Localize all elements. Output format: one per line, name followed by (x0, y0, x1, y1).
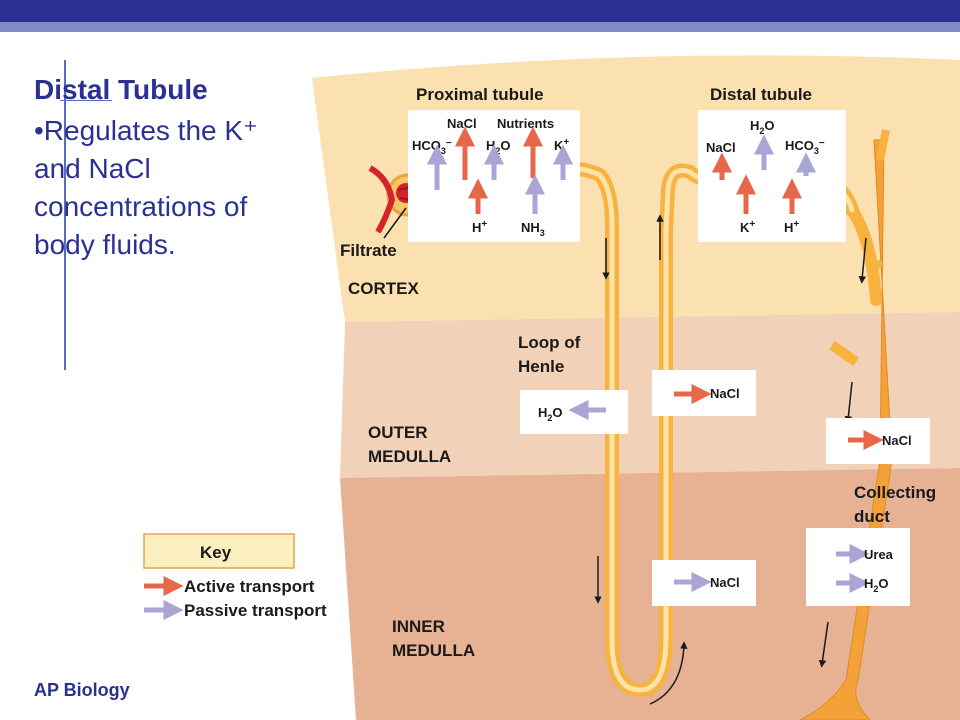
key-box (143, 533, 295, 569)
key-passive-label: Passive transport (184, 601, 327, 620)
outer-medulla-region (340, 312, 960, 478)
passive-arrow (524, 174, 546, 214)
collecting-duct-branch (868, 259, 884, 273)
active-arrow (454, 126, 476, 180)
flow-arrow (858, 237, 867, 284)
top-banner (0, 0, 960, 22)
filtrate-label: Filtrate (340, 241, 397, 260)
nacl-label: NaCl (710, 575, 740, 590)
active-arrow (522, 126, 544, 178)
footer-label: AP Biology (34, 680, 130, 700)
nacl-label: NaCl (882, 433, 912, 448)
distal-tubule-label: Distal tubule (710, 85, 812, 104)
passive-arrow (795, 152, 817, 176)
collecting-duct-label-line2: duct (854, 507, 890, 526)
loop-of-henle-label-line2: Henle (518, 357, 564, 376)
active-arrow (781, 178, 803, 214)
key-active-label: Active transport (184, 577, 315, 596)
collecting-duct-label-line1: Collecting (854, 483, 936, 502)
key-active-arrow (144, 575, 184, 597)
duct-urea-h2o-box (806, 528, 910, 606)
h2o-label: H2O (750, 118, 775, 136)
key-passive-arrow (144, 599, 184, 621)
active-arrow (848, 429, 884, 451)
active-arrow (711, 152, 733, 180)
h2o-label: H2O (538, 405, 563, 423)
nh3-label: NH3 (521, 220, 545, 238)
collecting-duct-branch (829, 340, 859, 367)
slide-decoration-line (64, 60, 66, 370)
slide-title: Distal Tubule (34, 74, 208, 105)
loop-of-henle-label-line1: Loop of (518, 333, 581, 352)
afferent-arteriole (368, 165, 396, 234)
inner-medulla-label-line1: INNER (392, 617, 445, 636)
passive-arrow (552, 144, 574, 180)
nacl-label: NaCl (710, 386, 740, 401)
key-title: Key (200, 543, 232, 562)
proximal-tubule-label: Proximal tubule (416, 85, 544, 104)
outer-medulla-label-line1: OUTER (368, 423, 428, 442)
h2o-label: H2O (864, 576, 889, 594)
flow-arrow (844, 381, 853, 424)
flow-arrow (649, 641, 688, 705)
flow-arrow (818, 621, 829, 668)
collecting-duct-branch (846, 204, 882, 306)
passive-arrow (674, 571, 712, 593)
passive-arrow (836, 572, 870, 594)
passive-arrow (753, 134, 775, 170)
passive-arrow (836, 543, 870, 565)
active-arrow (735, 174, 757, 214)
nutrients-label: Nutrients (497, 116, 554, 131)
outer-medulla-label-line2: MEDULLA (368, 447, 451, 466)
nacl-label: NaCl (447, 116, 477, 131)
inner-medulla-label-line2: MEDULLA (392, 641, 475, 660)
urea-label: Urea (864, 547, 894, 562)
inner-medulla-region (340, 468, 960, 720)
active-arrow (467, 178, 489, 214)
filtrate-pointer (383, 207, 407, 239)
active-arrow (674, 383, 712, 405)
top-banner-stripe (0, 22, 960, 32)
passive-arrow (426, 144, 448, 190)
passive-arrow (568, 399, 606, 421)
passive-arrow (483, 144, 505, 180)
nacl-label: NaCl (706, 140, 736, 155)
slide-decoration-tick (60, 100, 112, 101)
cortex-label: CORTEX (348, 279, 420, 298)
collecting-duct-branch (876, 129, 890, 161)
slide-bullet: •Regulates the K⁺ and NaCl concentration… (34, 115, 258, 260)
